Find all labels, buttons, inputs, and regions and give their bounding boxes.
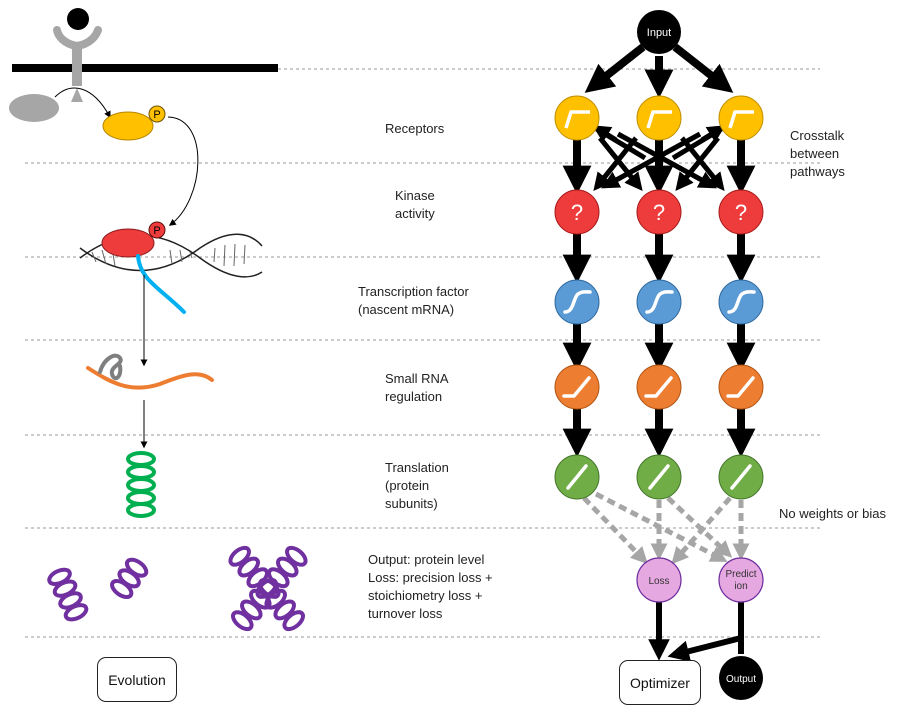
output-node: [719, 656, 763, 700]
protein-subunit-icon: [126, 451, 156, 518]
receptor-nodes: [554, 95, 764, 141]
sigmoid-activation-icon: [645, 290, 674, 314]
stage-label-transcription-factor: Transcription factor (nascent mRNA): [358, 284, 469, 317]
stage-label-translation: Translation (protein subunits): [385, 460, 449, 511]
dna-icon: [79, 233, 263, 278]
srna-node: [718, 364, 764, 410]
edge-translation-prediction-2: [666, 496, 733, 558]
no-weights-label: No weights or bias: [779, 506, 886, 521]
srna-node: [636, 364, 682, 410]
transcription-factor-icon: [101, 228, 155, 258]
active-kinase-icon: [102, 111, 154, 141]
phospho-label: P: [153, 109, 160, 121]
crosstalk-label: Crosstalk between pathways: [790, 128, 845, 179]
edge-translation-loss-3: [671, 496, 732, 565]
edge-input-receptor-3: [672, 43, 734, 93]
phospho-transfer-arrow: [167, 116, 199, 226]
saturating-activation-icon: [646, 110, 672, 129]
cell-membrane: [12, 64, 278, 72]
unknown-activation-label: ?: [571, 200, 583, 225]
phospho-label: P: [153, 225, 160, 237]
sigmoid-activation-icon: [727, 290, 756, 314]
activation-arrow: [54, 87, 111, 119]
linear-activation-icon: [566, 464, 588, 490]
receptor-node: [718, 95, 764, 141]
stage-label-kinase: Kinase activity: [395, 188, 435, 221]
edge-input-receptor-1: [584, 43, 646, 93]
threshold-linear-icon: [644, 376, 673, 398]
stage-label-output: Output: protein level Loss: precision lo…: [368, 552, 493, 621]
loss-node: [636, 557, 682, 603]
unknown-activation-label: ?: [653, 200, 665, 225]
threshold-linear-icon: [726, 376, 755, 398]
inactive-kinase-icon: [9, 94, 59, 122]
kinase-node: [636, 189, 682, 235]
linear-activation-icon: [648, 464, 670, 490]
prediction-node-label: ion: [734, 581, 747, 592]
stage-label-small-rna: Small RNA regulation: [385, 371, 449, 404]
stage-separators: [25, 68, 820, 638]
protein-monomer-icon: [47, 567, 89, 622]
linear-activation-icon: [730, 464, 752, 490]
loss-node-label: Loss: [648, 576, 669, 587]
receptor-node: [554, 95, 600, 141]
biology-illustration: P P: [9, 8, 308, 632]
srna-node: [554, 364, 600, 410]
small-rna-icon: [98, 353, 123, 381]
input-node: [637, 10, 681, 54]
tf-node: [554, 279, 600, 325]
phospho-icon: [148, 221, 166, 239]
tf-nodes: [554, 279, 764, 325]
saturating-activation-icon: [564, 110, 590, 129]
prediction-node: [718, 557, 764, 603]
translation-nodes: [554, 454, 764, 500]
edge-crosstalk: [601, 131, 702, 189]
receptor-node: [636, 95, 682, 141]
edge-crosstalk: [592, 125, 618, 143]
stage-label-receptors: Receptors: [385, 121, 445, 136]
kinase-node: [718, 189, 764, 235]
kinase-nodes: ? ? ?: [554, 189, 764, 235]
receptor-icon: [53, 26, 102, 102]
edge-crosstalk: [675, 136, 720, 192]
threshold-linear-icon: [562, 376, 591, 398]
tf-node: [636, 279, 682, 325]
mature-mrna-icon: [86, 366, 214, 390]
unknown-activation-label: ?: [735, 200, 747, 225]
input-node-label: Input: [647, 27, 671, 39]
optimizer-box: Optimizer: [619, 660, 701, 705]
protein-complex-icon: [228, 545, 308, 632]
network: Input ? ? ?: [554, 10, 764, 700]
nascent-mrna-icon: [136, 254, 186, 314]
output-node-label: Output: [726, 674, 756, 685]
srna-nodes: [554, 364, 764, 410]
phospho-icon: [148, 105, 166, 123]
edge-prediction-optimizer: [667, 635, 742, 662]
tf-node: [718, 279, 764, 325]
edge-crosstalk: [700, 125, 726, 143]
saturating-activation-icon: [728, 110, 754, 129]
prediction-node-label: Predict: [725, 569, 756, 580]
sigmoid-activation-icon: [563, 290, 592, 314]
evolution-box: Evolution: [97, 657, 177, 702]
edge-translation-loss-1: [582, 496, 648, 565]
kinase-node: [554, 189, 600, 235]
protein-monomer-icon: [110, 557, 149, 600]
ligand-icon: [67, 8, 89, 30]
